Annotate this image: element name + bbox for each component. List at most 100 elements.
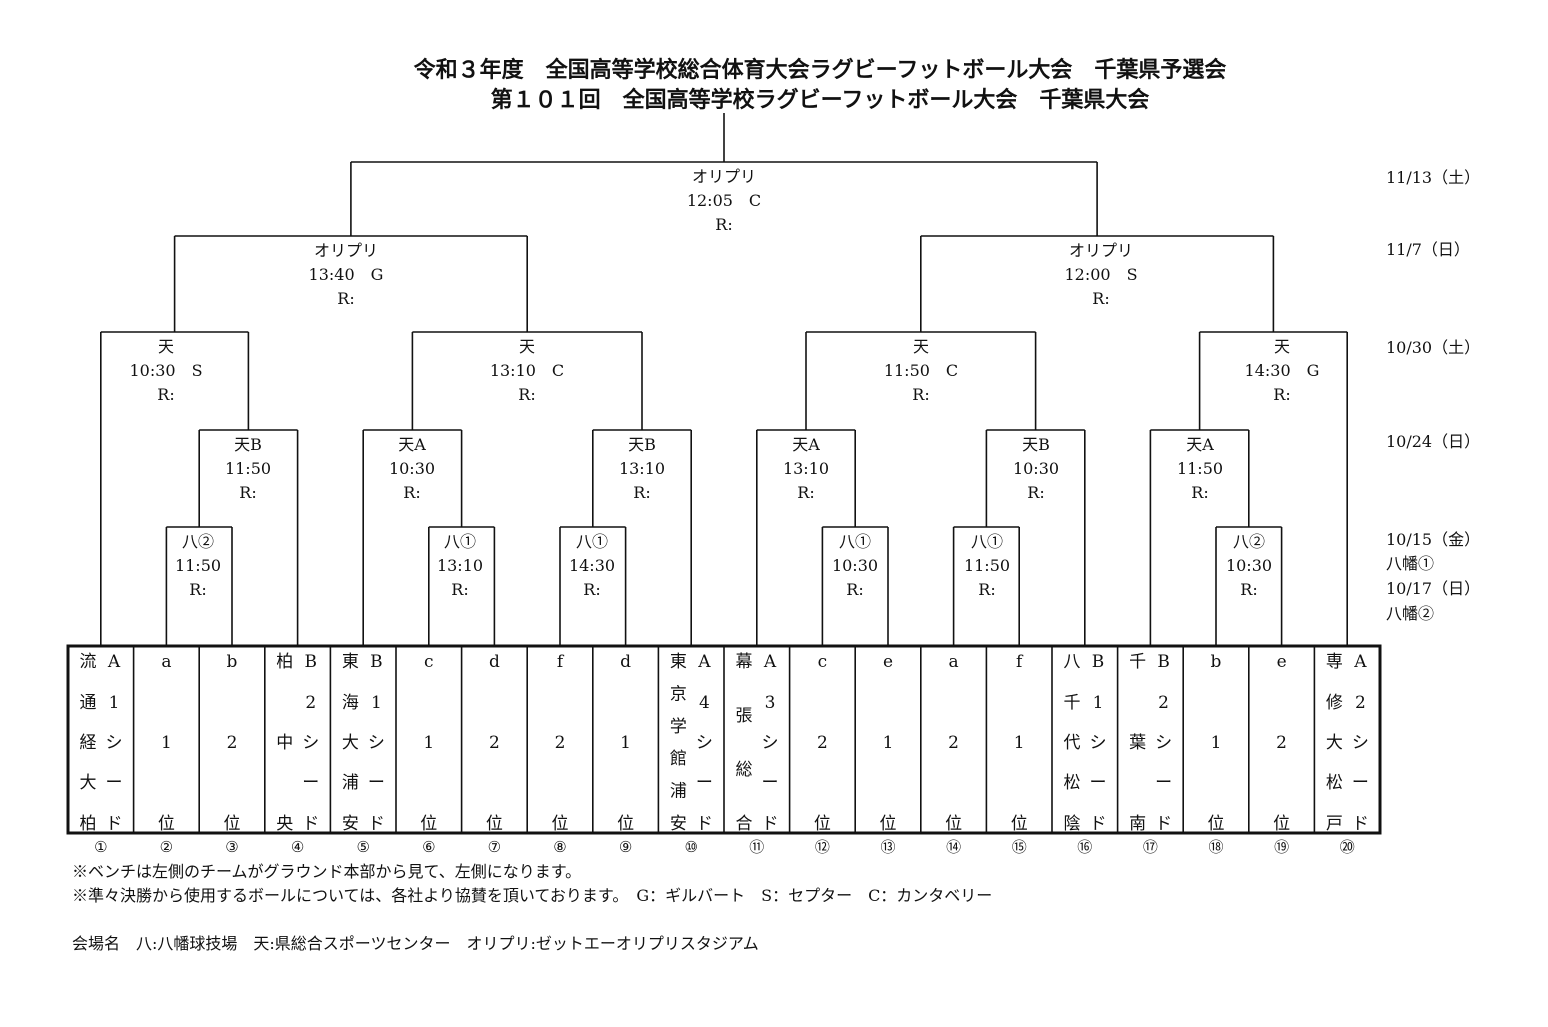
match-venue: 天B: [1022, 435, 1050, 454]
match-venue: オリプリ: [1069, 241, 1133, 260]
match-referee: R:: [583, 580, 600, 599]
seed-char: ー: [106, 773, 123, 793]
seed-char: A: [763, 652, 777, 672]
match-referee: R:: [157, 385, 174, 404]
match-venue: 天: [158, 337, 174, 356]
slot-rank-number: 1: [883, 733, 894, 753]
slot-rank-suffix: 位: [552, 814, 569, 834]
match-time: 11:50: [175, 556, 221, 575]
seed-char: ー: [1155, 773, 1172, 793]
seed-char: ー: [696, 773, 713, 793]
slot-rank-suffix: 位: [1273, 814, 1290, 834]
title-line-2: 第１０１回 全国高等学校ラグビーフットボール大会 千葉県大会: [491, 87, 1150, 113]
team-name-char: 幕: [736, 652, 753, 672]
team-name-char: 代: [1064, 733, 1081, 753]
match-venue: 八①: [444, 532, 476, 551]
team-name-char: 大: [80, 773, 97, 793]
slot-rank-suffix: 位: [158, 814, 175, 834]
match-venue: オリプリ: [314, 241, 378, 260]
match-time: 10:30: [832, 556, 878, 575]
slot-rank-suffix: 位: [486, 814, 503, 834]
match-referee: R:: [518, 385, 535, 404]
slot-number: ⑤: [356, 838, 369, 856]
match-venue: 天A: [1186, 435, 1214, 454]
match-time: 13:40 G: [309, 265, 384, 284]
team-name-char: 東: [670, 652, 687, 672]
slot-group-letter: e: [883, 652, 893, 672]
team-name-char: 葉: [1129, 733, 1146, 753]
team-name-char: 陰: [1064, 814, 1081, 834]
slot-rank-suffix: 位: [814, 814, 831, 834]
match-time: 10:30: [389, 459, 435, 478]
slot-number: ⑳: [1340, 838, 1355, 856]
seed-char: ド: [762, 814, 779, 834]
match-time: 14:30: [569, 556, 615, 575]
match-time: 13:10: [437, 556, 483, 575]
date-semifinal: 11/7（日）: [1386, 240, 1470, 259]
match-time: 14:30 G: [1245, 361, 1320, 380]
team-name-char: 戸: [1326, 814, 1343, 834]
slot-rank-suffix: 位: [420, 814, 437, 834]
seed-char: B: [305, 652, 318, 672]
slot-rank-number: 2: [817, 733, 828, 753]
slot-number: ⑯: [1077, 838, 1092, 856]
team-name-char: 央: [276, 814, 293, 834]
seed-char: 2: [1158, 693, 1169, 713]
slot-number: ⑲: [1274, 838, 1289, 856]
slot-rank-number: 1: [620, 733, 631, 753]
match-venue: 八②: [182, 532, 214, 551]
slot-number: ⑭: [946, 838, 961, 856]
slot-number: ③: [225, 838, 238, 856]
seed-char: 2: [305, 693, 316, 713]
slot-number: ①: [94, 838, 107, 856]
match-referee: R:: [337, 289, 354, 308]
seed-char: ド: [368, 814, 385, 834]
bracket-lines: [100, 113, 1348, 646]
match-venue: オリプリ: [692, 167, 756, 186]
slot-number: ⑮: [1012, 838, 1027, 856]
slot-number: ⑦: [488, 838, 501, 856]
seed-char: ー: [762, 773, 779, 793]
slot-group-letter: c: [424, 652, 434, 672]
seed-char: ー: [1352, 773, 1369, 793]
team-name-char: 海: [342, 693, 359, 713]
team-name-char: 柏: [80, 814, 97, 834]
match-venue: 八①: [576, 532, 608, 551]
slot-number: ⑨: [619, 838, 632, 856]
slot-rank-suffix: 位: [617, 814, 634, 834]
slot-group-letter: a: [949, 652, 959, 672]
seed-char: ド: [1352, 814, 1369, 834]
match-time: 11:50 C: [884, 361, 958, 380]
slot-rank-number: 2: [227, 733, 238, 753]
match-referee: R:: [846, 580, 863, 599]
seed-char: ー: [368, 773, 385, 793]
seed-char: A: [1353, 652, 1367, 672]
match-referee: R:: [633, 483, 650, 502]
team-name-char: 張: [736, 706, 753, 726]
slot-rank-number: 1: [423, 733, 434, 753]
match-referee: R:: [403, 483, 420, 502]
note-venues: 会場名 八:八幡球技場 天:県総合スポーツセンター オリプリ:ゼットエーオリプリ…: [72, 934, 759, 953]
team-name-char: 松: [1326, 773, 1343, 793]
seed-char: 4: [699, 693, 710, 713]
seed-char: 3: [765, 693, 776, 713]
match-venue: 八①: [971, 532, 1003, 551]
team-name-char: 専: [1326, 652, 1343, 672]
date-round-1-b-venue: 八幡②: [1386, 604, 1434, 623]
slot-group-letter: b: [1211, 652, 1222, 672]
slot-number: ②: [160, 838, 173, 856]
team-name-char: 中: [276, 733, 293, 753]
team-name-char: 東: [342, 652, 359, 672]
slot-group-letter: b: [227, 652, 238, 672]
slot-rank-number: 1: [1014, 733, 1025, 753]
slot-group-letter: d: [620, 652, 631, 672]
seed-char: 1: [371, 693, 382, 713]
match-referee: R:: [912, 385, 929, 404]
team-name-char: 大: [1326, 733, 1343, 753]
slot-rank-number: 2: [489, 733, 500, 753]
match-time: 10:30: [1013, 459, 1059, 478]
match-referee: R:: [1027, 483, 1044, 502]
seed-char: ー: [302, 773, 319, 793]
match-venue: 天: [1274, 337, 1290, 356]
match-venue: 八②: [1233, 532, 1265, 551]
